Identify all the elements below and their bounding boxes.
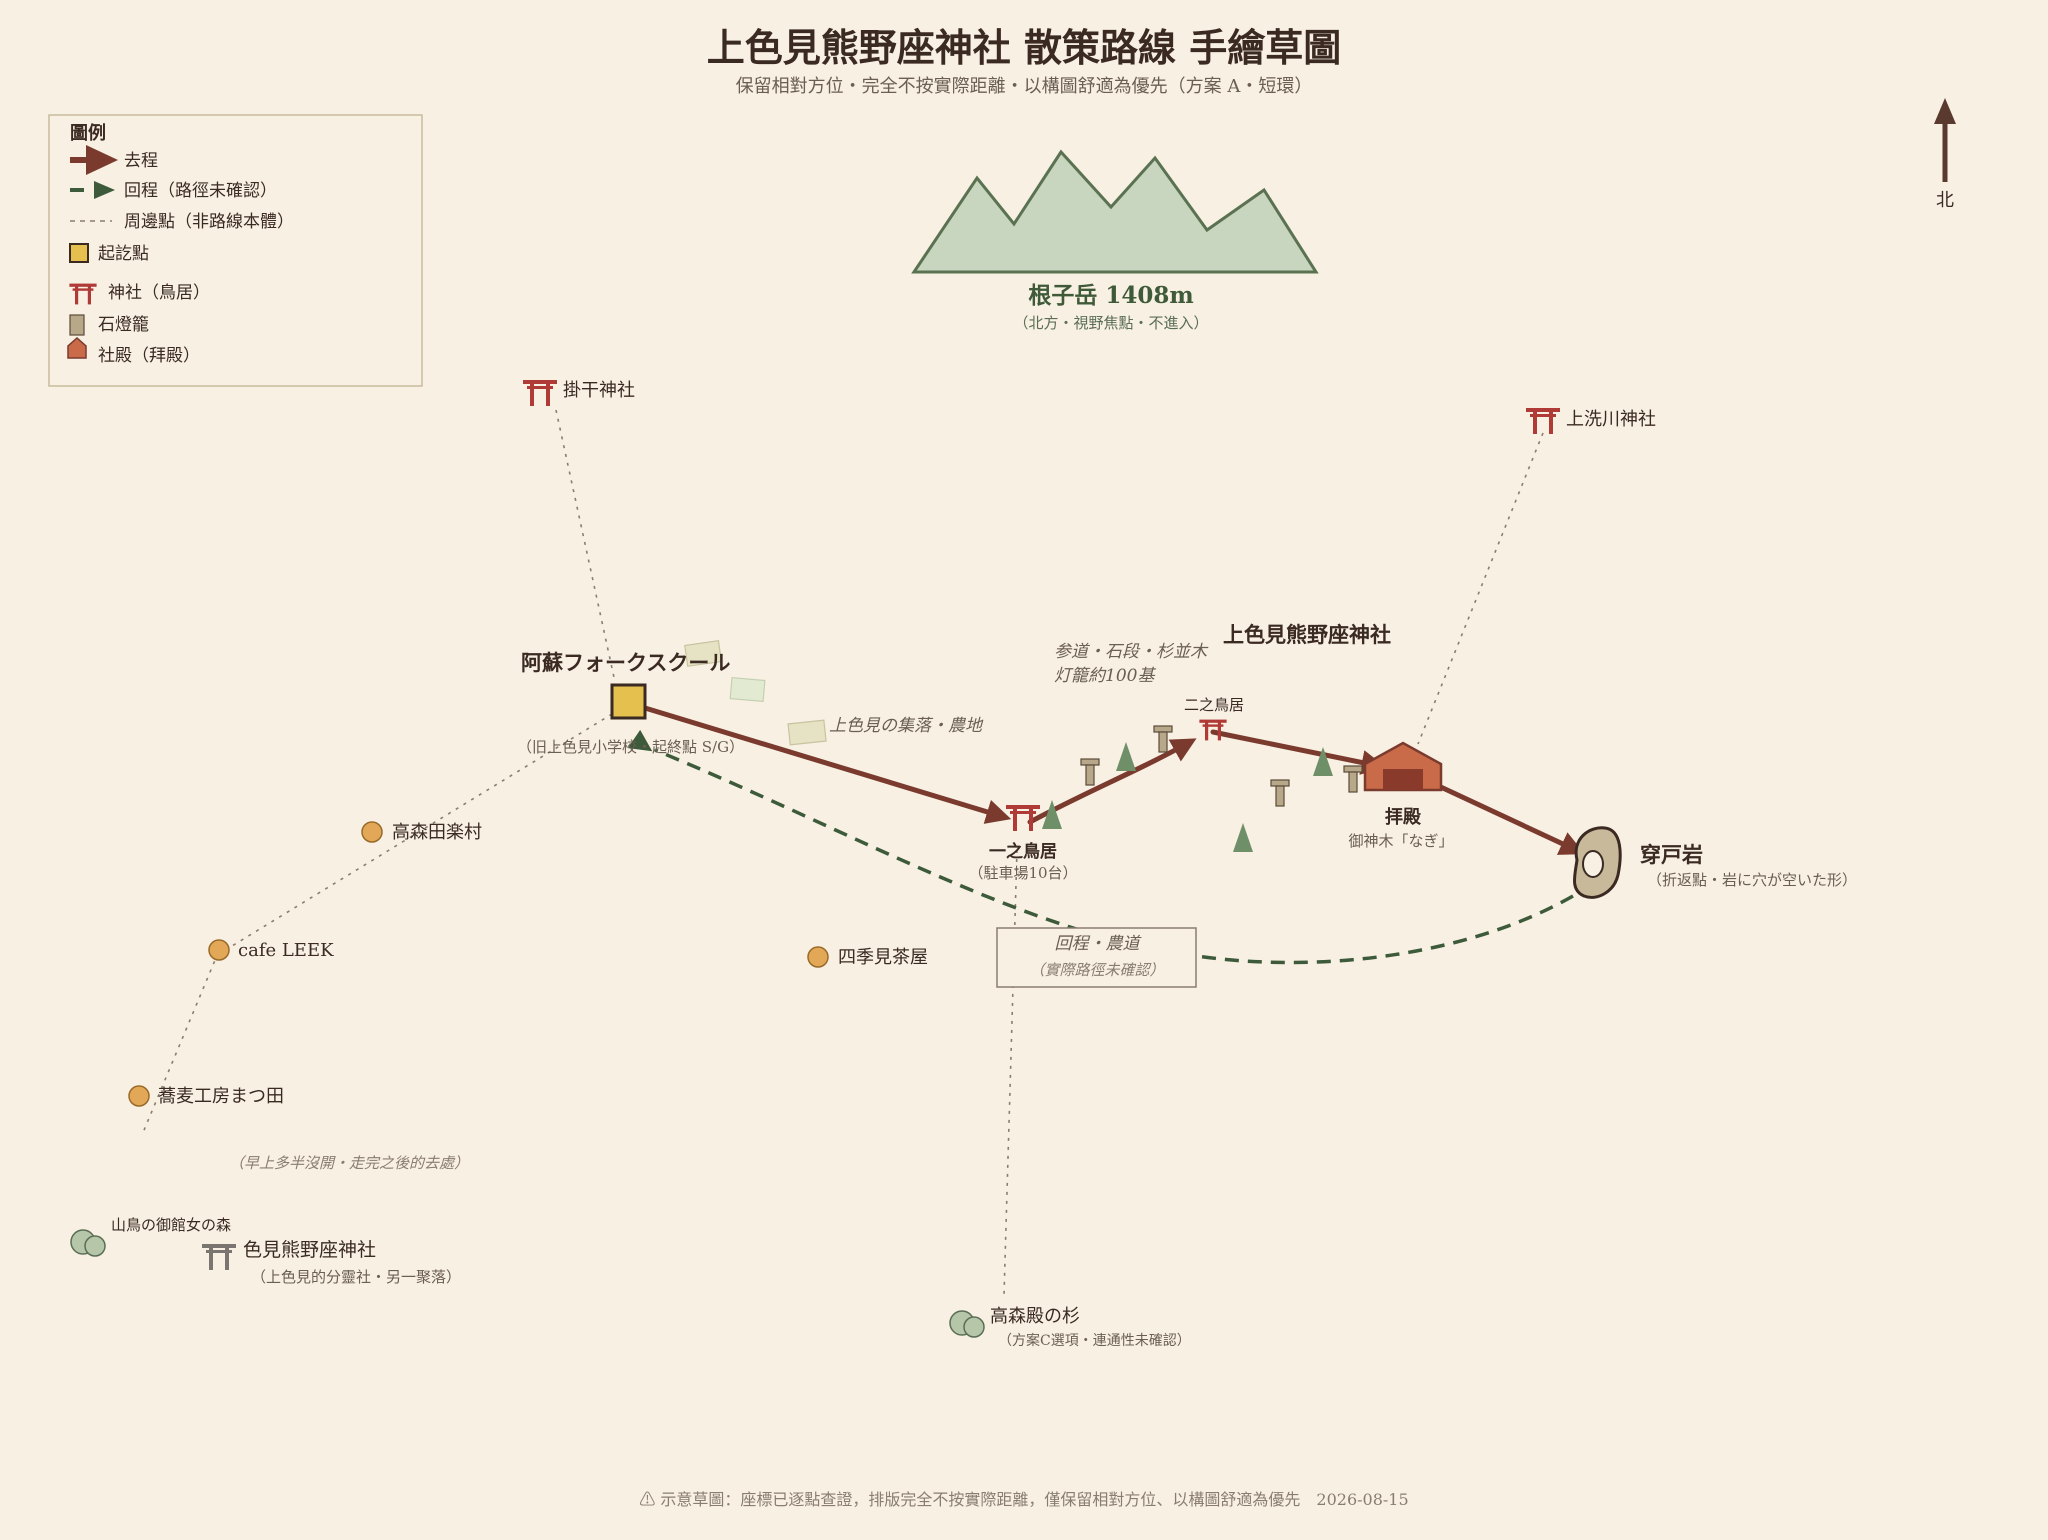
mountain-name: 根子岳 1408m [1028, 282, 1193, 309]
legend-item-outbound: 去程 [124, 151, 158, 171]
ugato-note: （折返點・岩に穴が空いた形） [1647, 871, 1857, 889]
compass-label: 北 [1936, 190, 1954, 211]
torii-icon[interactable] [202, 1244, 236, 1270]
main-shrine-name: 上色見熊野座神社 [1223, 622, 1391, 647]
kamiarai-name: 上洗川神社 [1566, 409, 1656, 430]
village-label: 上色見の集落・農地 [829, 716, 984, 736]
ichi-torii-name: 一之鳥居 [989, 841, 1057, 862]
return-box-line2: （實際路徑未確認） [1029, 961, 1164, 979]
return-route-arrow-icon [627, 729, 653, 752]
poi-dot-icon[interactable] [807, 946, 829, 968]
shikimi-shrine-name: 色見熊野座神社 [243, 1239, 376, 1261]
north-arrow-icon [1934, 98, 1956, 182]
legend-heading: 圖例 [70, 122, 106, 144]
connector-kakehoshi [555, 409, 616, 683]
legend: 圖例 去程 回程（路徑未確認） 周邊點（非路線本體） 起訖點 神社（鳥居） 石燈… [48, 114, 423, 387]
legend-item-haiden: 社殿（拜殿） [98, 346, 200, 366]
connector-takamori-sugi [1003, 849, 1018, 1296]
cedar-tree-icon [1233, 823, 1253, 852]
return-route-line [654, 748, 1574, 965]
page-subtitle: 保留相對方位・完全不按實際距離・以構圖舒適為優先（方案 A・短環） [736, 76, 1313, 97]
return-box-line1: 回程・農道 [1055, 934, 1143, 954]
yamadori-name: 山鳥の御館女の森 [111, 1216, 231, 1234]
grove-icon[interactable] [70, 1229, 106, 1257]
cafe-name: cafe LEEK [238, 940, 334, 961]
village-farmland-icon [684, 640, 827, 746]
stone-lantern-icon [1153, 725, 1173, 753]
legend-return-icon [70, 181, 115, 199]
torii-icon[interactable] [523, 380, 557, 406]
haiden-icon[interactable] [1363, 741, 1443, 792]
morning-note: （早上多半沒開・走完之後的去處） [229, 1154, 469, 1172]
legend-item-shrine: 神社（鳥居） [108, 283, 210, 303]
kakehoshi-name: 掛干神社 [563, 380, 635, 401]
school-name: 阿蘇フォークスクール [521, 650, 730, 675]
outbound-route-line [642, 705, 1585, 855]
ni-torii-name: 二之鳥居 [1184, 696, 1244, 714]
legend-item-lantern: 石燈籠 [98, 314, 149, 335]
haiden-name: 拝殿 [1385, 807, 1422, 828]
school-note: （旧上色見小学校・起終點 S/G） [517, 738, 744, 756]
takamori-rakuson-name: 高森田楽村 [392, 822, 482, 843]
mountain-note: （北方・視野焦點・不進入） [1013, 314, 1208, 332]
legend-lantern-icon [69, 314, 85, 336]
poi-dot-icon[interactable] [128, 1085, 150, 1107]
stone-lantern-icon [1080, 758, 1100, 786]
stone-lantern-icon [1270, 779, 1290, 807]
legend-haiden-icon [67, 336, 87, 359]
return-label-box: 回程・農道 （實際路徑未確認） [996, 927, 1197, 988]
ugato-name: 穿戸岩 [1640, 842, 1703, 867]
haiden-note: 御神木「なぎ」 [1348, 832, 1453, 850]
start-goal-icon[interactable] [610, 683, 647, 720]
shiki-name: 四季見茶屋 [838, 947, 928, 968]
takamori-sugi-name: 高森殿の杉 [990, 1306, 1080, 1327]
shikimi-shrine-note: （上色見的分靈社・另一聚落） [251, 1268, 461, 1286]
grove-icon[interactable] [949, 1310, 985, 1338]
stone-lantern-icon [1343, 765, 1363, 793]
legend-start-icon [69, 243, 89, 263]
soba-name: 蕎麦工房まつ田 [158, 1086, 284, 1107]
mountain-icon [911, 149, 1319, 274]
takamori-sugi-note: （方案C選項・連通性未確認） [998, 1332, 1191, 1349]
rock-hole-icon[interactable] [1573, 826, 1622, 899]
torii-icon[interactable] [1526, 408, 1560, 434]
approach-note-line2: 灯籠約100基 [1054, 666, 1156, 686]
approach-note-line1: 参道・石段・杉並木 [1054, 642, 1209, 662]
legend-item-nearby: 周邊點（非路線本體） [124, 212, 294, 232]
cedar-tree-icon [1116, 742, 1136, 771]
ichi-torii-note: （駐車場10台） [968, 864, 1077, 882]
connector-kamiarai [1417, 432, 1544, 745]
legend-item-return: 回程（路徑未確認） [124, 181, 277, 201]
legend-item-start: 起訖點 [98, 244, 149, 264]
page-title: 上色見熊野座神社 散策路線 手繪草圖 [707, 25, 1341, 70]
connector-soba [141, 952, 219, 1136]
legend-torii-icon [69, 283, 97, 305]
poi-dot-icon[interactable] [208, 939, 230, 961]
footer-note: ⚠ 示意草圖：座標已逐點查證，排版完全不按實際距離，僅保留相對方位、以構圖舒適為… [639, 1490, 1408, 1509]
poi-dot-icon[interactable] [361, 821, 383, 843]
legend-outbound-icon [70, 145, 118, 175]
connector-cafe [231, 713, 613, 947]
nearby-connector-lines [141, 409, 1544, 1296]
